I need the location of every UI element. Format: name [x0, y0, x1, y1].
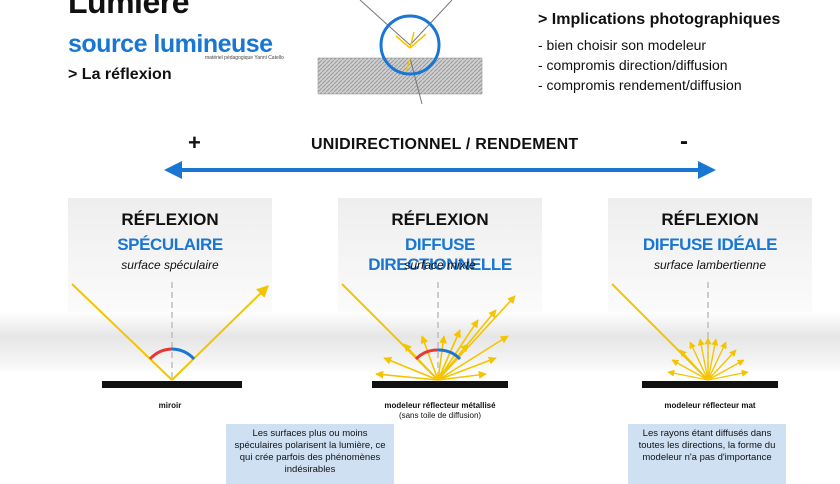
reflector-surface	[642, 381, 778, 388]
panel-surface: surface spéculaire	[121, 258, 219, 272]
panel-type: SPÉCULAIRE	[117, 235, 223, 254]
panel-title: RÉFLEXION	[391, 210, 489, 229]
incidence-angle-arc	[148, 347, 173, 361]
panel-type: DIFFUSE DIRECTIONNELLE	[368, 235, 512, 274]
scale-label: UNIDIRECTIONNEL / RENDEMENT	[311, 136, 579, 153]
panel-caption: modeleur réflecteur métallisé	[384, 401, 496, 410]
reflection-angle-arc	[171, 347, 196, 361]
ideal-diffuse-diagram	[611, 282, 778, 388]
panel-surface: surface mixte	[404, 258, 476, 272]
scatter-ray	[409, 31, 415, 49]
list-item: - bien choisir son modeleur	[538, 37, 707, 53]
page-title: Lumière	[68, 0, 189, 20]
list-item: - compromis rendement/diffusion	[538, 77, 742, 93]
directional-diffuse-diagram	[341, 282, 516, 388]
page-subtitle: source lumineuse	[68, 30, 273, 58]
section-heading: > La réflexion	[68, 66, 172, 83]
panel-surface: surface lambertienne	[653, 258, 767, 272]
scatter-ray	[395, 35, 411, 49]
scale-plus: +	[188, 130, 201, 155]
reflected-ray	[171, 285, 269, 381]
scatter-ray	[409, 33, 427, 49]
material-block	[317, 57, 483, 95]
note-ideal: Les rayons étant diffusés dans toutes le…	[628, 424, 786, 484]
scale-arrow	[164, 161, 716, 179]
scatter-ray	[405, 57, 411, 73]
incident-ray	[71, 283, 173, 381]
reflection-angle-arc	[437, 348, 462, 361]
diffuse-rays	[375, 295, 516, 381]
list-item: - compromis direction/diffusion	[538, 57, 728, 73]
incident-ray	[359, 0, 411, 46]
refracted-ray	[409, 57, 423, 105]
mirror-surface	[102, 381, 242, 388]
implications-list: - bien choisir son modeleur - compromis …	[538, 35, 742, 95]
panel-caption-sub: (sans toile de diffusion)	[398, 411, 482, 420]
reflected-ray	[409, 0, 453, 46]
panel-caption: modeleur réflecteur mat	[664, 401, 756, 410]
scale-minus: -	[680, 128, 688, 155]
zoom-circle	[379, 14, 441, 76]
specular-diagram	[71, 282, 269, 388]
panel-title: RÉFLEXION	[661, 210, 759, 229]
note-specular: Les surfaces plus ou moins spéculaires p…	[226, 424, 394, 484]
incident-ray	[611, 283, 709, 381]
diffuse-rays	[667, 337, 749, 381]
panel-type: DIFFUSE IDÉALE	[642, 235, 778, 254]
implications-title: > Implications photographiques	[538, 11, 781, 28]
reflector-surface	[372, 381, 508, 388]
refraction-illustration	[317, 0, 483, 105]
credit-text: matériel pédagogique Yanni Catello	[205, 55, 284, 61]
panel-caption: miroir	[158, 401, 182, 410]
incidence-angle-arc	[414, 348, 439, 361]
panel-title: RÉFLEXION	[121, 210, 219, 229]
